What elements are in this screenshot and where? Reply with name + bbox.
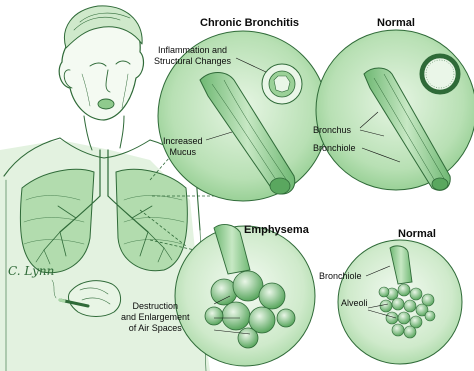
label-mucus-line-1: Increased: [163, 136, 203, 147]
panel-title-chronic-bronchitis: Chronic Bronchitis: [200, 17, 299, 29]
panel-title-emphysema: Emphysema: [244, 224, 309, 236]
normal-bronchus-diagram: [316, 30, 474, 190]
artist-signature: C. Lynn: [8, 264, 54, 278]
label-destruction: Destruction and Enlargement of Air Space…: [121, 301, 190, 334]
label-inflammation-line-2: Structural Changes: [154, 56, 231, 67]
label-bronchiole-top: Bronchiole: [313, 143, 356, 154]
label-inflammation: Inflammation and Structural Changes: [154, 45, 231, 67]
panel-title-normal-bronchus: Normal: [377, 17, 415, 29]
label-bronchus: Bronchus: [313, 125, 351, 136]
label-inflammation-line-1: Inflammation and: [154, 45, 231, 56]
panel-title-normal-alveoli: Normal: [398, 228, 436, 240]
label-destruction-line-1: Destruction: [121, 301, 190, 312]
label-destruction-line-2: and Enlargement: [121, 312, 190, 323]
label-mucus-line-2: Mucus: [163, 147, 203, 158]
label-destruction-line-3: of Air Spaces: [121, 323, 190, 334]
label-bronchiole-bottom: Bronchiole: [319, 271, 362, 282]
label-increased-mucus: Increased Mucus: [163, 136, 203, 158]
emphysema-diagram: [175, 225, 315, 366]
label-alveoli: Alveoli: [341, 298, 368, 309]
